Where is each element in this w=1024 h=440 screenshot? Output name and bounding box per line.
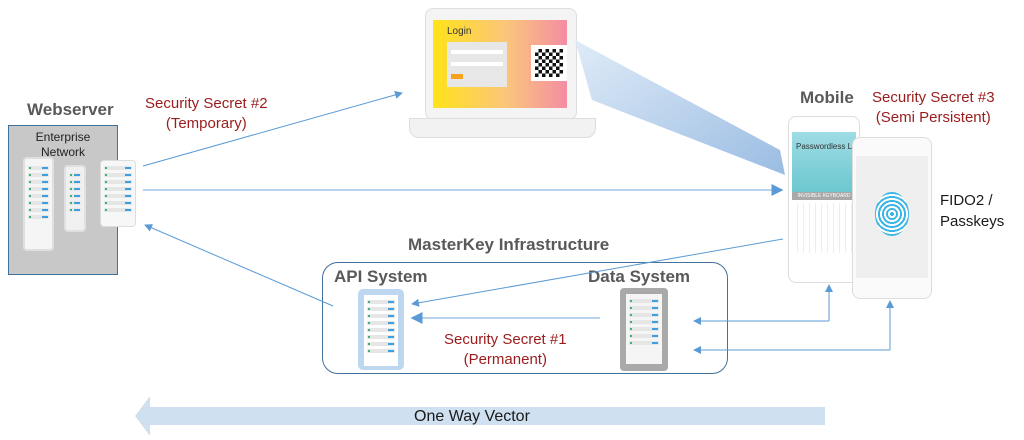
infrastructure-title: MasterKey Infrastructure	[408, 235, 610, 254]
one-way-vector-label: One Way Vector	[414, 408, 530, 425]
security-secret-2: Security Secret #2 (Temporary)	[145, 95, 268, 132]
login-title: Login	[447, 26, 472, 37]
laptop: Login	[409, 8, 596, 138]
qr-scan-beam	[575, 40, 785, 175]
arrow-api-to-webserver	[144, 224, 334, 307]
login-form	[447, 42, 507, 87]
infrastructure-box	[322, 262, 728, 374]
mobile-title: Mobile	[800, 88, 854, 107]
keyboard-label: INVISIBLE KEYBOARD	[792, 192, 856, 200]
security-secret-1: Security Secret #1 (Permanent)	[444, 331, 567, 368]
laptop-base	[409, 118, 596, 138]
qr-code-icon	[531, 45, 567, 81]
fingerprint-icon	[875, 192, 909, 236]
webserver-rack	[100, 160, 136, 227]
mobile-screen-title: Passwordless Login	[796, 142, 859, 151]
network-label: Enterprise Network	[35, 130, 91, 159]
one-way-vector-arrow	[135, 396, 825, 436]
mobile-phone-fido	[852, 137, 932, 299]
server-rack-large	[23, 157, 54, 251]
webserver-title: Webserver	[27, 100, 114, 119]
security-secret-3: Security Secret #3 (Semi Persistent)	[872, 89, 995, 126]
api-server-rack	[358, 289, 404, 370]
api-system-label: API System	[334, 267, 428, 286]
login-screen: Login	[433, 20, 567, 108]
data-system-label: Data System	[588, 267, 691, 286]
keyboard	[792, 203, 856, 253]
arrow-mobile-to-api	[411, 238, 784, 307]
arrow-webserver-to-laptop	[142, 91, 403, 167]
fido2-passkeys-label: FIDO2 / Passkeys	[940, 192, 1005, 230]
data-server-rack	[620, 288, 668, 371]
server-rack-small	[64, 165, 86, 232]
login-button[interactable]	[451, 74, 463, 79]
